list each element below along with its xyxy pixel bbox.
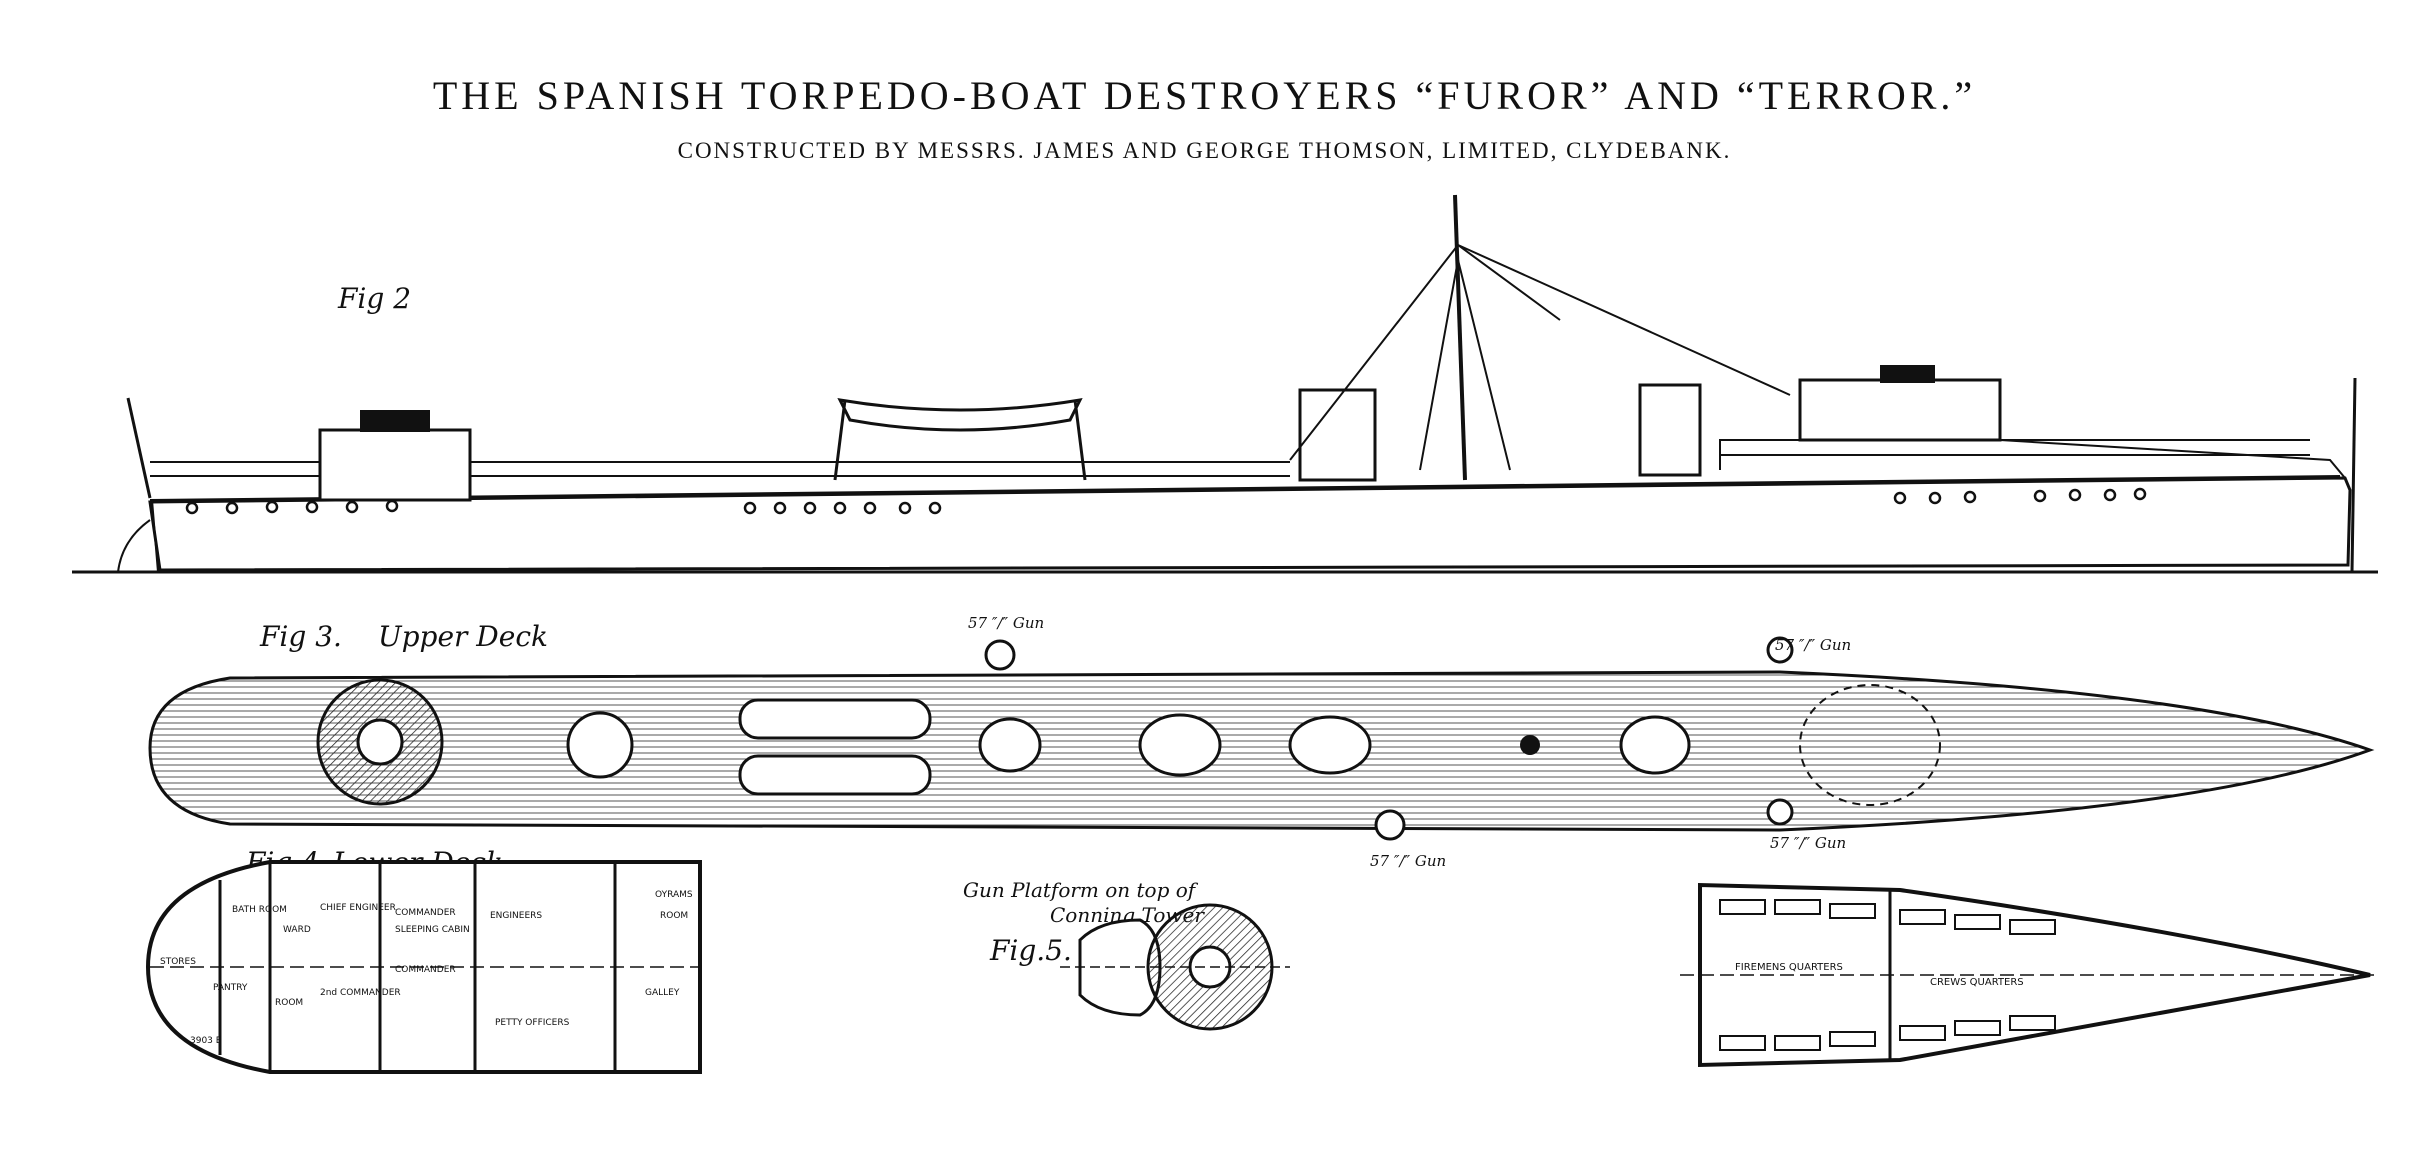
gun-forward-port-plan: [984, 639, 1016, 671]
label-engineers: ENGINEERS: [490, 911, 542, 921]
gun-aft-starboard-plan: [1766, 798, 1794, 826]
gun-aft-port-plan: [1766, 636, 1794, 664]
label-plate-number: 3903 B: [190, 1036, 222, 1046]
jack-staff: [2350, 377, 2357, 573]
engine-hatch-plan: [1138, 713, 1222, 777]
portholes: [185, 487, 2147, 515]
forward-funnel: [1638, 383, 1702, 477]
label-commander: COMMANDER: [395, 908, 456, 918]
fig5-caption-1: Gun Platform on top of: [963, 878, 1199, 902]
rigging: [1289, 244, 1791, 471]
forward-bridge: [1798, 378, 2002, 442]
upper-deck-outline: [148, 670, 2375, 832]
sheer-line: [149, 475, 2341, 501]
label-stores: STORES: [160, 957, 196, 967]
fig2-profile: Fig 2: [72, 194, 2378, 574]
label-sleeping-cabin: SLEEPING CABIN: [395, 925, 470, 935]
crew-deck-plan: FIREMENS QUARTERS CREWS QUARTERS: [1680, 882, 2380, 1068]
forward-gun: [1880, 365, 1935, 383]
drawing-title: THE SPANISH TORPEDO-BOAT DESTROYERS “FUR…: [432, 73, 1977, 118]
label-pantry: PANTRY: [213, 983, 248, 993]
fig5-label: Fig.5.: [989, 934, 1072, 967]
label-room-2: ROOM: [660, 911, 688, 921]
gun-label-aft-starboard: 57 ″/″ Gun: [1770, 834, 1846, 852]
gun-label-aft-port: 57 ″/″ Gun: [1775, 636, 1851, 654]
label-oyrams: OYRAMS: [655, 890, 693, 900]
middle-funnel-plan: [1288, 715, 1372, 775]
hull-profile: [148, 476, 2352, 572]
fig3-caption: Upper Deck: [378, 620, 548, 653]
fig2-label: Fig 2: [337, 282, 411, 315]
label-bath-room: BATH ROOM: [232, 905, 287, 915]
after-funnel: [1298, 388, 1377, 482]
label-galley: GALLEY: [645, 988, 680, 998]
deck-rails: [150, 439, 2310, 477]
ensign-staff: [126, 397, 152, 499]
label-room: ROOM: [275, 998, 303, 1008]
fig4-lower-deck: Fig.4. Lower Deck STORES BATH ROOM WARD …: [145, 846, 702, 1074]
skylight-starboard: [738, 754, 932, 796]
label-chief-engineer: CHIEF ENGINEER: [320, 903, 396, 913]
boat-davits: [833, 399, 1087, 481]
after-funnel-plan: [978, 717, 1042, 773]
aft-gun-platform: [318, 428, 472, 502]
gun-label-forward-port: 57 ″/″ Gun: [968, 614, 1044, 632]
forecastle: [1719, 439, 2346, 479]
conning-tower-plan: [1799, 684, 1941, 806]
bunks: [1719, 899, 2056, 1051]
aft-gun: [360, 410, 430, 432]
gun-midship-plan: [1374, 809, 1406, 841]
fig3-upper-deck: Fig 3. Upper Deck 57 ″/″ Gun 57 ″/″ Gun …: [148, 614, 2375, 870]
drawing-subtitle: CONSTRUCTED BY MESSRS. JAMES AND GEORGE …: [677, 138, 1732, 163]
fig3-label: Fig 3.: [259, 620, 342, 653]
aft-gun-mount-plan: [356, 718, 404, 766]
label-crews-quarters: CREWS QUARTERS: [1930, 977, 2024, 988]
fig5-gun-platform: Gun Platform on top of Conning Tower Fig…: [963, 878, 1290, 1031]
skylight-port: [738, 698, 932, 740]
mast-plan: [1520, 735, 1540, 755]
label-firemens-quarters: FIREMENS QUARTERS: [1735, 962, 1843, 973]
ships-boat: [837, 398, 1083, 432]
mast: [1453, 194, 1467, 481]
forward-funnel-plan: [1619, 715, 1691, 775]
lower-deck-bulkheads: [218, 862, 617, 1072]
label-ward: WARD: [283, 925, 311, 935]
label-commander-2: COMMANDER: [395, 965, 456, 975]
label-second-commander: 2nd COMMANDER: [320, 988, 401, 998]
label-petty-officers: PETTY OFFICERS: [495, 1018, 570, 1028]
aft-hatch-plan: [566, 711, 634, 779]
stern-post: [116, 499, 160, 573]
gun-label-midship: 57 ″/″ Gun: [1370, 852, 1446, 870]
